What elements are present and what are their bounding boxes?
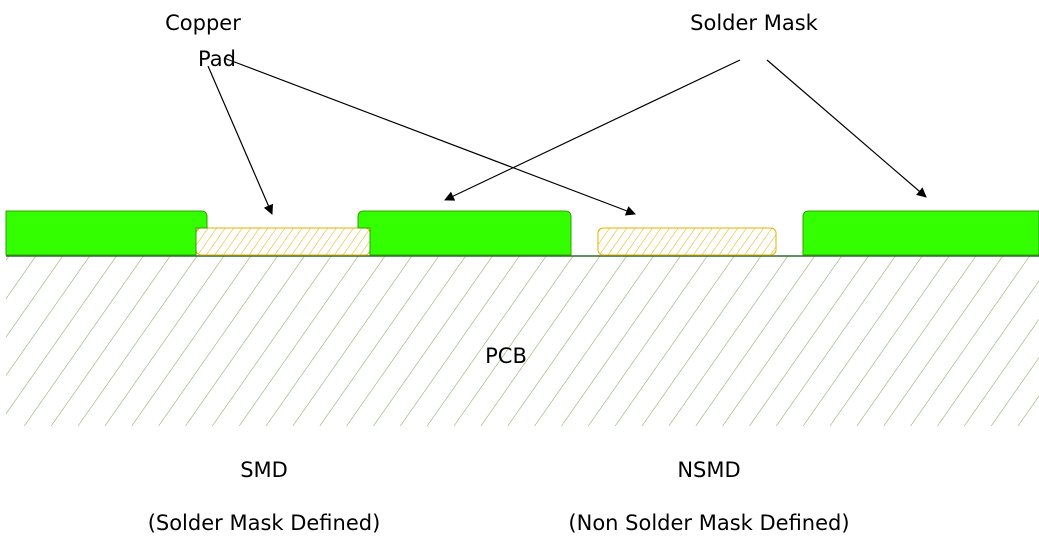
solder-mask-label: Solder Mask (690, 11, 819, 35)
solder-mask-block-middle (357, 210, 572, 256)
arrow-mask-to-right-block (766, 59, 927, 198)
smd-full-label: (Solder Mask Defined) (148, 511, 381, 535)
pcb-substrate (6, 255, 1039, 426)
solder-mask-block-right (802, 210, 1039, 256)
arrow-copper-to-smd-pad (207, 65, 274, 215)
pcb-label: PCB (485, 344, 527, 368)
copper-pad-label-line2: Pad (198, 47, 236, 71)
solder-mask-block-left (5, 210, 208, 256)
copper-pads (195, 227, 777, 256)
nsmd-copper-pad (597, 227, 777, 256)
solder-mask-blocks (5, 210, 1039, 256)
smd-copper-pad (195, 227, 371, 256)
nsmd-label: NSMD (677, 458, 740, 482)
copper-pad-label-line1: Copper (165, 11, 241, 35)
arrow-mask-to-middle-block (444, 59, 741, 201)
smd-label: SMD (240, 458, 288, 482)
arrow-copper-to-nsmd-pad (223, 57, 636, 216)
nsmd-full-label: (Non Solder Mask Defined) (568, 511, 849, 535)
pcb-hatch-area (6, 256, 1039, 426)
pointer-arrows (207, 57, 927, 216)
